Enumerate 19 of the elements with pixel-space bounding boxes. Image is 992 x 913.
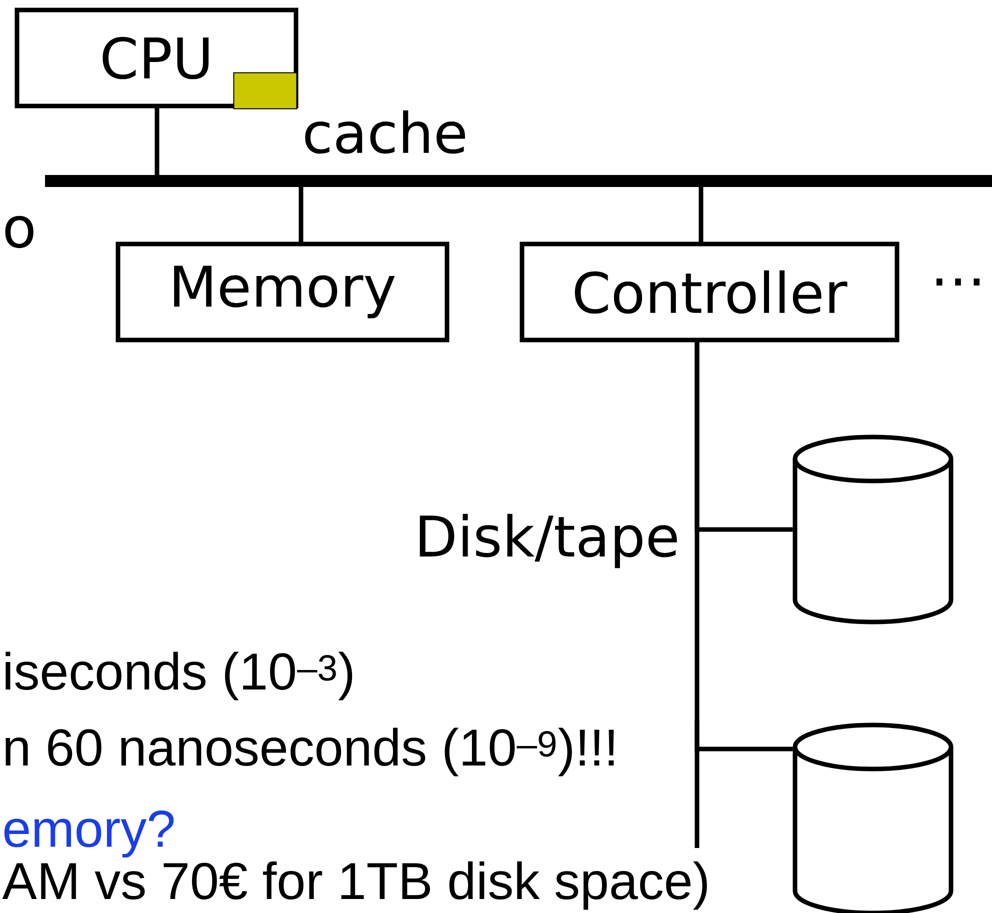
- disk-drive: [792, 434, 954, 624]
- component-box: Memory: [116, 242, 450, 342]
- system-bus: [45, 175, 992, 187]
- component-box: CPU: [14, 8, 298, 108]
- ellipsis: …: [936, 278, 980, 286]
- connector-line: [154, 106, 160, 175]
- cache-block: [233, 72, 298, 110]
- text-line: AM vs 70€ for 1TB disk space): [2, 861, 707, 910]
- cache-label: cache: [305, 110, 465, 154]
- text-line: n 60 nanoseconds (10$^{–9}$)!!!: [6, 728, 614, 776]
- connector-line: [698, 187, 704, 244]
- disk-drive: [792, 722, 954, 913]
- component-box: Controller: [520, 242, 900, 342]
- text-fragment: o: [5, 216, 34, 248]
- question-text: emory?: [4, 810, 174, 858]
- connector-line: [298, 187, 304, 244]
- text-line: iseconds (10$^{–3}$): [6, 652, 352, 700]
- connector-line: [694, 340, 793, 752]
- disk-label: Disk/tape: [420, 514, 677, 568]
